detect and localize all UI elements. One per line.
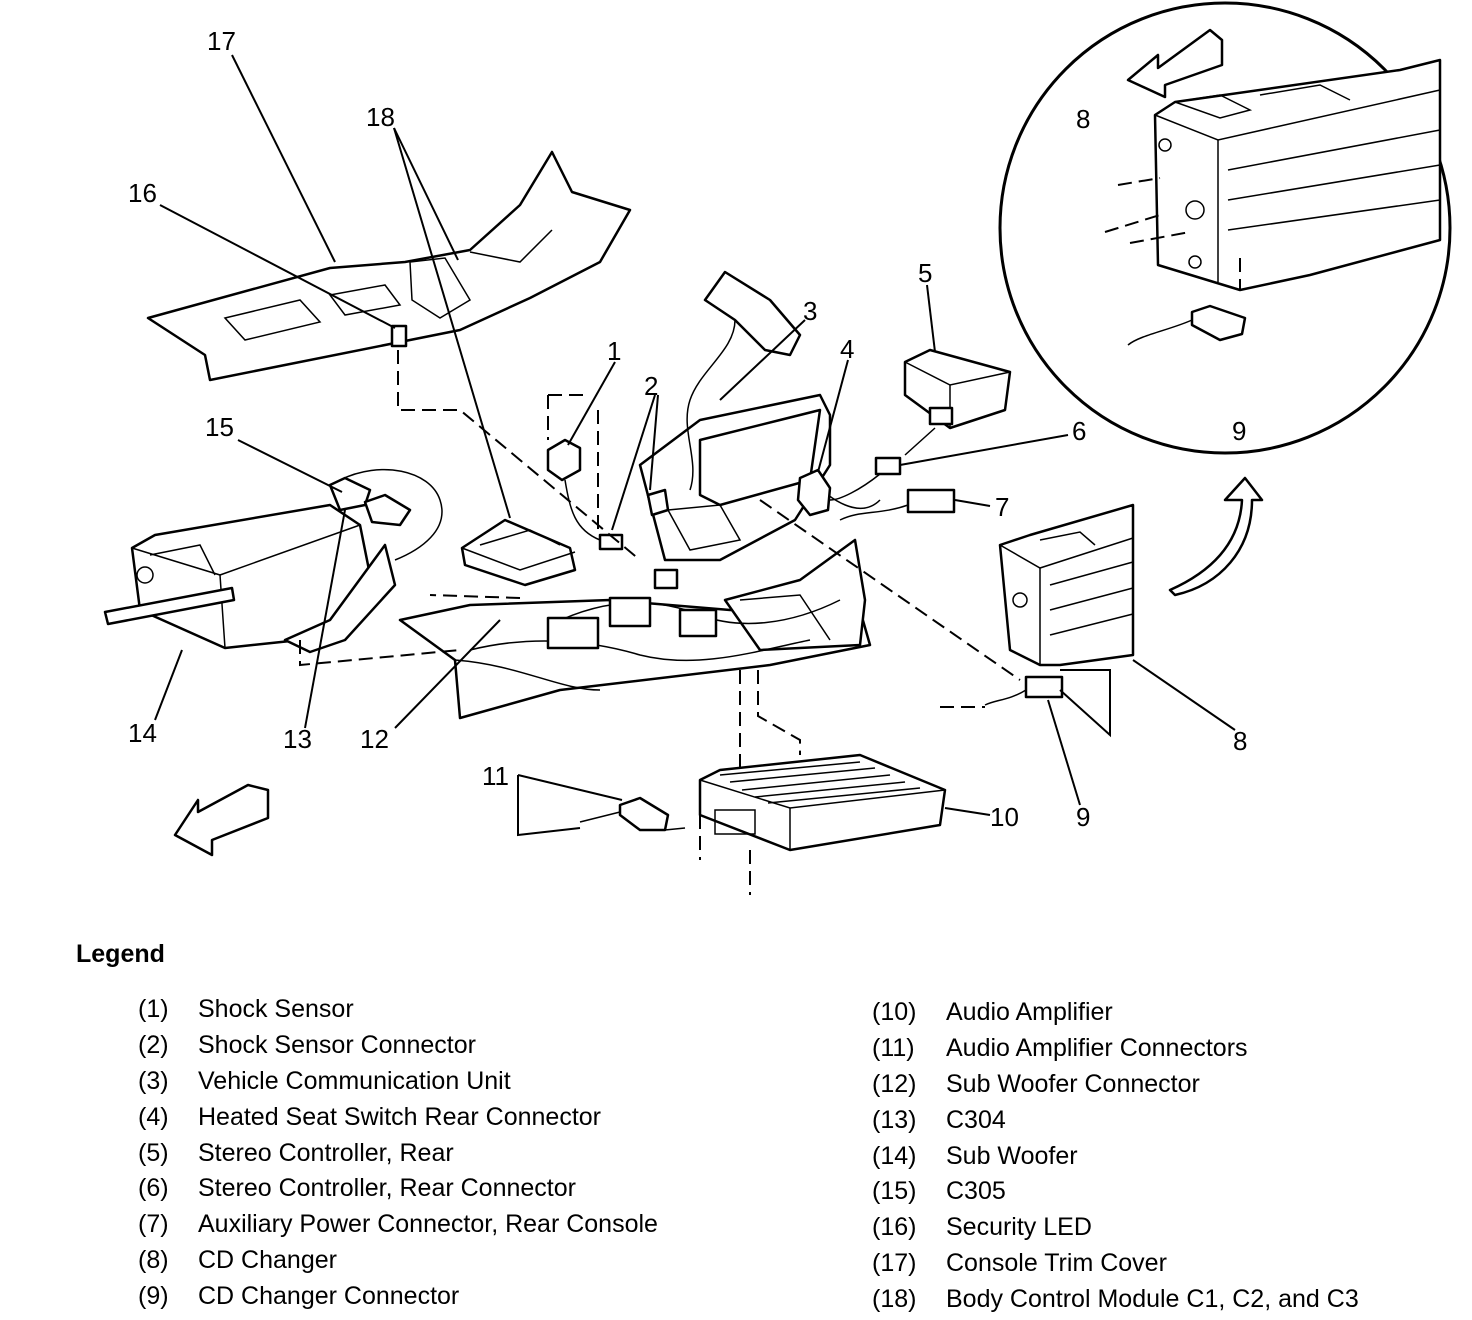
legend-item-number: (3)	[138, 1066, 169, 1095]
callout-3: 3	[803, 296, 817, 326]
callout-8-main: 8	[1233, 726, 1247, 756]
legend-item-label: Sub Woofer Connector	[946, 1069, 1200, 1098]
legend-item: (12) Sub Woofer Connector	[872, 1067, 1359, 1103]
legend-item-label: Audio Amplifier Connectors	[946, 1034, 1248, 1063]
stereo-controller-rear	[903, 348, 1012, 456]
legend-item-number: (16)	[872, 1213, 917, 1242]
legend-item: (18) Body Control Module C1, C2, and C3	[872, 1281, 1359, 1317]
legend-item: (15) C305	[872, 1174, 1359, 1210]
legend-item-label: CD Changer Connector	[198, 1281, 460, 1310]
callout-2: 2	[644, 371, 658, 401]
legend-item-label: Body Control Module C1, C2, and C3	[946, 1284, 1359, 1313]
callout-16: 16	[128, 178, 157, 208]
callout-14: 14	[128, 718, 157, 748]
legend-item: (14) Sub Woofer	[872, 1138, 1359, 1174]
callout-15: 15	[205, 412, 234, 442]
legend-item-label: C305	[946, 1177, 1006, 1206]
legend-item: (10) Audio Amplifier	[872, 995, 1359, 1031]
center-console-structure	[398, 393, 881, 720]
legend-item: (1) Shock Sensor	[138, 992, 658, 1028]
legend-item-label: Heated Seat Switch Rear Connector	[198, 1102, 601, 1131]
callout-11: 11	[482, 761, 509, 791]
legend-item-number: (2)	[138, 1031, 169, 1060]
legend-item: (8) CD Changer	[138, 1243, 658, 1279]
auxiliary-power-connector	[839, 488, 956, 521]
cd-changer-connector	[984, 675, 1064, 706]
rotation-arrow-icon	[1168, 476, 1264, 597]
legend-item-label: Stereo Controller, Rear	[198, 1138, 454, 1167]
legend-item-number: (18)	[872, 1284, 917, 1313]
stereo-controller-connector	[829, 456, 902, 501]
legend-item-label: Console Trim Cover	[946, 1248, 1167, 1277]
callout-18: 18	[366, 102, 395, 132]
legend-item-number: (8)	[138, 1245, 169, 1274]
console-trim-cover	[146, 150, 632, 382]
callout-12: 12	[360, 724, 389, 754]
legend-item: (13) C304	[872, 1102, 1359, 1138]
legend-item-label: Stereo Controller, Rear Connector	[198, 1174, 576, 1203]
legend-item-number: (17)	[872, 1248, 917, 1277]
shock-sensor	[546, 438, 670, 551]
sub-woofer	[103, 468, 443, 654]
legend-item: (7) Auxiliary Power Connector, Rear Conso…	[138, 1207, 658, 1243]
callout-10: 10	[990, 802, 1019, 832]
legend-item-number: (5)	[138, 1138, 169, 1167]
audio-amplifier	[698, 753, 947, 852]
legend-item-label: Audio Amplifier	[946, 998, 1113, 1027]
connection-lines	[299, 350, 1111, 895]
legend-item: (2) Shock Sensor Connector	[138, 1028, 658, 1064]
legend-list-right: (10) Audio Amplifier (11) Audio Amplifier …	[872, 995, 1359, 1317]
callout-7: 7	[995, 492, 1009, 522]
legend-item-label: Vehicle Communication Unit	[198, 1066, 511, 1095]
detail-inset	[998, 1, 1452, 455]
legend-list-left: (1) Shock Sensor (2) Shock Sensor Connecto…	[138, 992, 658, 1314]
legend-item: (5) Stereo Controller, Rear	[138, 1135, 658, 1171]
legend-item-number: (14)	[872, 1141, 917, 1170]
legend-item-label: CD Changer	[198, 1245, 337, 1274]
audio-amplifier-connectors	[579, 796, 686, 832]
legend-item-label: C304	[946, 1105, 1006, 1134]
body-control-module	[460, 518, 577, 587]
legend-item-number: (13)	[872, 1105, 917, 1134]
legend-item-number: (12)	[872, 1069, 917, 1098]
legend-item: (4) Heated Seat Switch Rear Connector	[138, 1099, 658, 1135]
legend-item: (3) Vehicle Communication Unit	[138, 1064, 658, 1100]
legend-title: Legend	[76, 940, 165, 968]
legend-item-number: (7)	[138, 1210, 169, 1239]
legend-item-number: (10)	[872, 998, 917, 1027]
callout-5: 5	[918, 258, 932, 288]
legend-item-number: (11)	[872, 1034, 915, 1063]
legend-item-label: Shock Sensor	[198, 995, 354, 1024]
legend-item-number: (1)	[138, 995, 169, 1024]
legend-item: (6) Stereo Controller, Rear Connector	[138, 1171, 658, 1207]
callout-1: 1	[607, 336, 621, 366]
legend-item-number: (6)	[138, 1174, 169, 1203]
legend-item-number: (4)	[138, 1102, 169, 1131]
legend-item-label: Sub Woofer	[946, 1141, 1078, 1170]
legend-item-label: Shock Sensor Connector	[198, 1031, 476, 1060]
vehicle-communication-unit	[686, 270, 802, 491]
legend-item: (16) Security LED	[872, 1210, 1359, 1246]
callout-6: 6	[1072, 416, 1086, 446]
legend-item: (11) Audio Amplifier Connectors	[872, 1031, 1359, 1067]
callout-17: 17	[207, 26, 236, 56]
legend-item-number: (9)	[138, 1281, 169, 1310]
legend-item: (9) CD Changer Connector	[138, 1278, 658, 1314]
callout-9-inset: 9	[1232, 416, 1246, 446]
legend-item-label: Auxiliary Power Connector, Rear Console	[198, 1210, 658, 1239]
legend-item-number: (15)	[872, 1177, 917, 1206]
exploded-view-diagram: 1 2 3 4 5 6 7 8 8 9 9 10 11 12 13 14 15 …	[103, 1, 1452, 895]
front-arrow-icon	[173, 783, 270, 857]
callout-13: 13	[283, 724, 312, 754]
cd-changer	[998, 503, 1135, 667]
callout-leaders	[154, 54, 1236, 816]
callout-8-inset: 8	[1076, 104, 1090, 134]
callout-labels: 1 2 3 4 5 6 7 8 8 9 9 10 11 12 13 14 15 …	[128, 26, 1247, 832]
callout-4: 4	[840, 334, 854, 364]
legend-item: (17) Console Trim Cover	[872, 1246, 1359, 1282]
legend-item-label: Security LED	[946, 1213, 1092, 1242]
callout-9-main: 9	[1076, 802, 1090, 832]
